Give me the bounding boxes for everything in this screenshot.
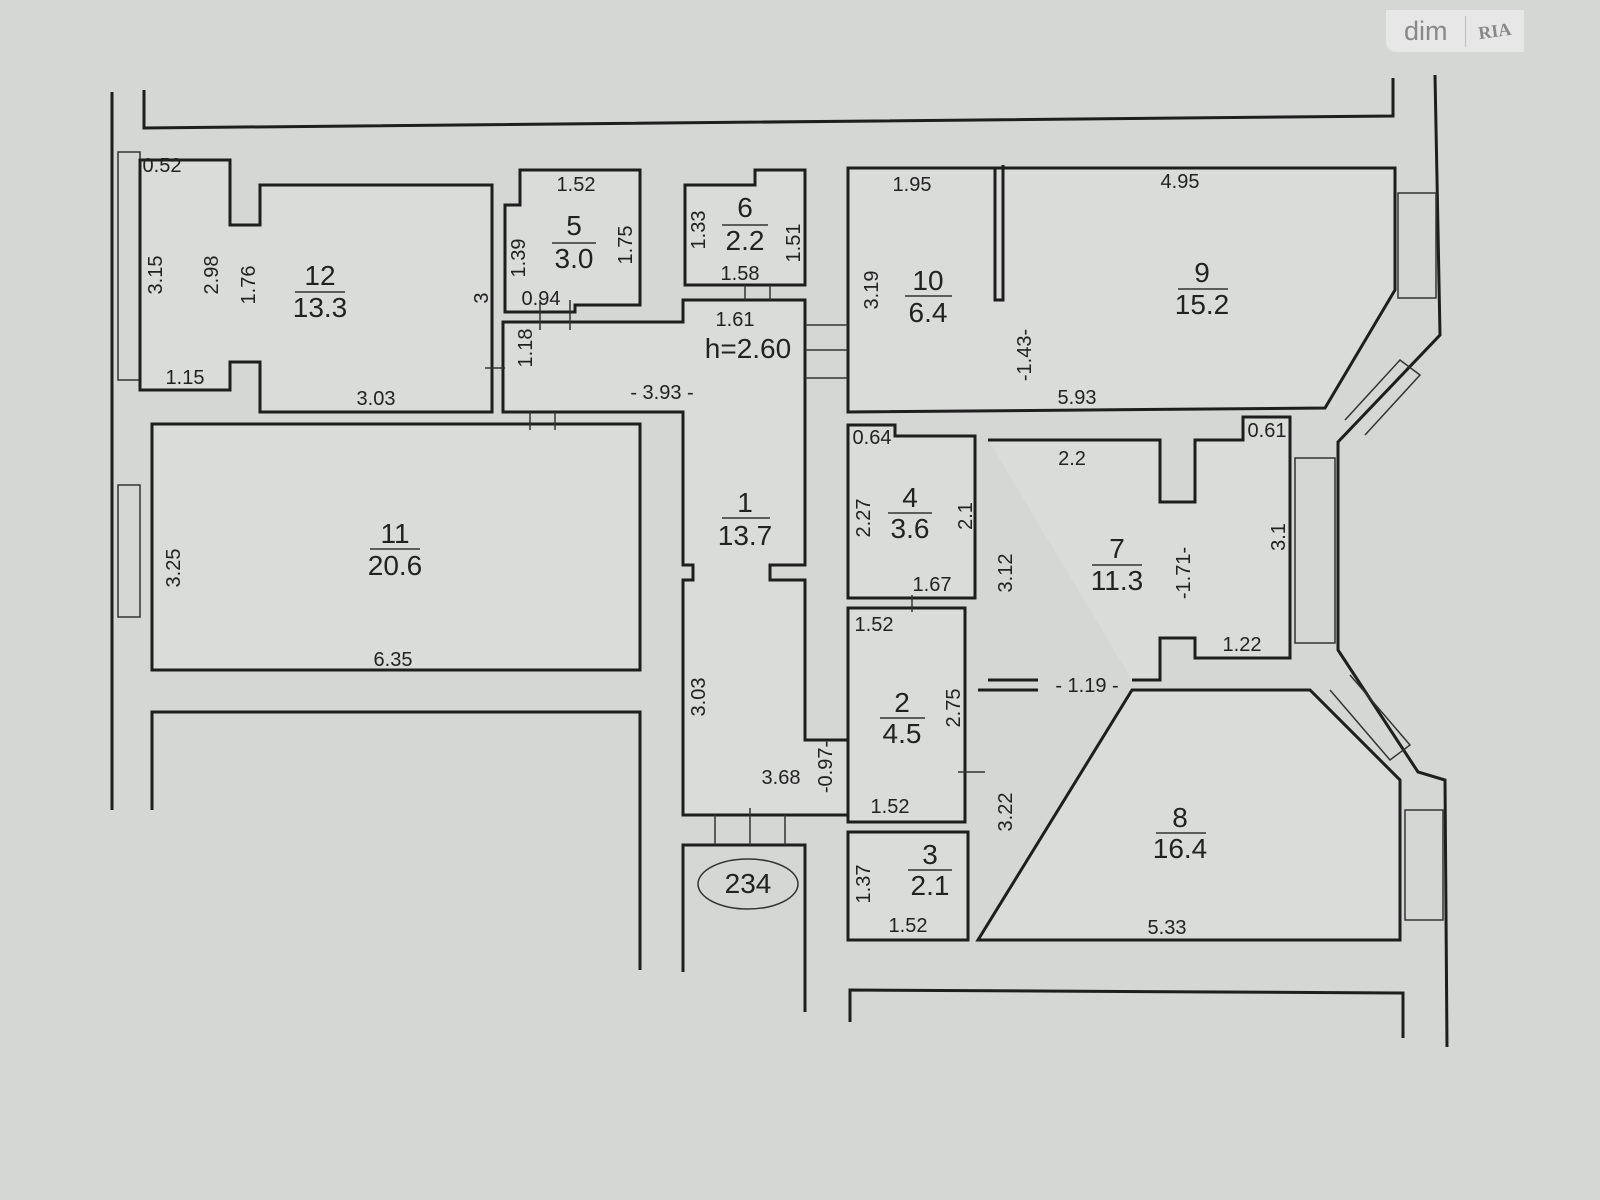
dim-label: 1.58	[721, 263, 760, 285]
dim-label: 1.22	[1223, 634, 1262, 656]
dim-label: 1.75	[615, 226, 637, 265]
logo-dim: dim	[1386, 15, 1467, 47]
dim-label: 0.94	[522, 288, 561, 310]
room-number: 1	[737, 487, 753, 518]
dim-label: 1.15	[166, 367, 205, 389]
dim-label: 0.61	[1248, 420, 1287, 442]
room-9-10-outline	[846, 166, 1397, 414]
room-11-outline	[150, 422, 642, 672]
room-4-outline	[846, 423, 977, 600]
dim-label: 1.61	[716, 309, 755, 331]
room-number: 7	[1109, 533, 1125, 564]
room-3-outline	[846, 830, 970, 942]
room-number: 3	[922, 839, 938, 870]
room-number: 12	[304, 260, 335, 291]
room-number: 4	[902, 482, 918, 513]
room-labels: 113.7 24.5 32.1 43.6 53.0 62.2 711.3 816…	[293, 192, 1230, 901]
dim-label: 2.27	[853, 499, 875, 538]
room-area: 3.0	[555, 243, 594, 274]
dim-label: -0.97-	[815, 741, 837, 793]
dim-label: 2.75	[943, 689, 965, 728]
dim-label: 3.1	[1268, 523, 1290, 551]
room-area: 11.3	[1091, 565, 1143, 596]
dim-label: 3.25	[163, 549, 185, 588]
room-area: 4.5	[883, 718, 922, 749]
dim-label: 5.93	[1058, 387, 1097, 409]
room-number: 5	[566, 210, 582, 241]
dim-label: 1.95	[893, 174, 932, 196]
dim-label: 1.52	[855, 614, 894, 636]
room-8-outline	[975, 688, 1402, 942]
building-number: 234	[725, 868, 772, 899]
room-number: 6	[737, 192, 753, 223]
room-2-outline	[846, 606, 967, 824]
dim-label: 1.67	[913, 574, 952, 596]
room-number: 10	[912, 265, 943, 296]
dim-ria-logo: dim RIA	[1386, 10, 1524, 52]
dim-label: 3.15	[145, 256, 167, 295]
dim-label: 0.52	[143, 155, 182, 177]
room-area: 13.7	[718, 520, 773, 551]
dim-label: 3.03	[357, 388, 396, 410]
dim-label: 1.76	[238, 266, 260, 305]
room-area: 15.2	[1175, 289, 1230, 320]
dim-label: 1.51	[783, 224, 805, 263]
room-number: 2	[894, 687, 910, 718]
dim-label: 3.12	[995, 554, 1017, 593]
dim-label: 3.19	[861, 271, 883, 310]
dim-label: 3	[471, 292, 493, 303]
room-7-outline	[988, 415, 1292, 682]
room-area: 16.4	[1153, 833, 1208, 864]
dim-label: 2.98	[201, 256, 223, 295]
dim-label: 6.35	[374, 649, 413, 671]
dimension-labels: 0.52 3.15 2.98 1.76 3 1.15 3.03 1.52 1.3…	[143, 155, 1290, 939]
dim-label: 3.22	[995, 793, 1017, 832]
room-number: 9	[1194, 257, 1210, 288]
room-area: 20.6	[368, 550, 423, 581]
dim-label: 1.18	[515, 329, 537, 368]
dim-label: 1.52	[889, 915, 928, 937]
dim-label: - 1.19 -	[1055, 675, 1118, 697]
door-marks	[485, 285, 985, 845]
room-12-outline	[138, 158, 494, 414]
dim-label: 1.52	[557, 174, 596, 196]
dim-label: 1.37	[853, 865, 875, 904]
dim-label: 2.2	[1058, 448, 1086, 470]
dim-label: -1.71-	[1173, 547, 1195, 599]
dim-label: 0.64	[853, 427, 892, 449]
room-area: 6.4	[909, 297, 948, 328]
room-area: 3.6	[891, 513, 930, 544]
dim-label: - 3.93 -	[630, 382, 693, 404]
dim-label: 1.39	[508, 239, 530, 278]
ceiling-height: h=2.60	[705, 333, 791, 364]
room-area: 13.3	[293, 292, 348, 323]
room-5-outline	[503, 168, 642, 314]
dim-label: 5.33	[1148, 917, 1187, 939]
outer-walls	[110, 74, 1449, 1048]
dim-label: 2.1	[955, 502, 977, 530]
building-number-ellipse	[697, 858, 799, 910]
dim-label: 3.03	[688, 678, 710, 717]
room-6-outline	[683, 168, 807, 287]
room-area: 2.2	[726, 225, 765, 256]
dim-label: 1.33	[688, 211, 710, 250]
room-number: 8	[1172, 802, 1188, 833]
dim-label: 1.52	[871, 796, 910, 818]
room-area: 2.1	[911, 870, 950, 901]
dim-label: 3.68	[762, 767, 801, 789]
dim-label: -1.43-	[1014, 329, 1036, 381]
dim-label: 4.95	[1161, 171, 1200, 193]
room-number: 11	[380, 518, 409, 549]
